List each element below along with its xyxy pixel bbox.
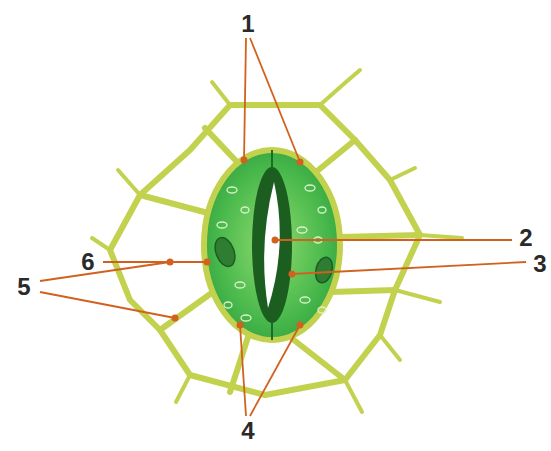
- callout-number: 1: [241, 12, 254, 36]
- epidermal-cells: [92, 70, 462, 412]
- callout-number: 5: [17, 275, 30, 299]
- guard-cells: [204, 150, 340, 340]
- callout-number: 3: [533, 252, 546, 276]
- leader-dots: [167, 157, 304, 329]
- leader-lines: [40, 38, 526, 416]
- callout-number: 4: [241, 419, 254, 443]
- callout-number: 6: [81, 250, 94, 274]
- callout-number: 2: [519, 226, 532, 250]
